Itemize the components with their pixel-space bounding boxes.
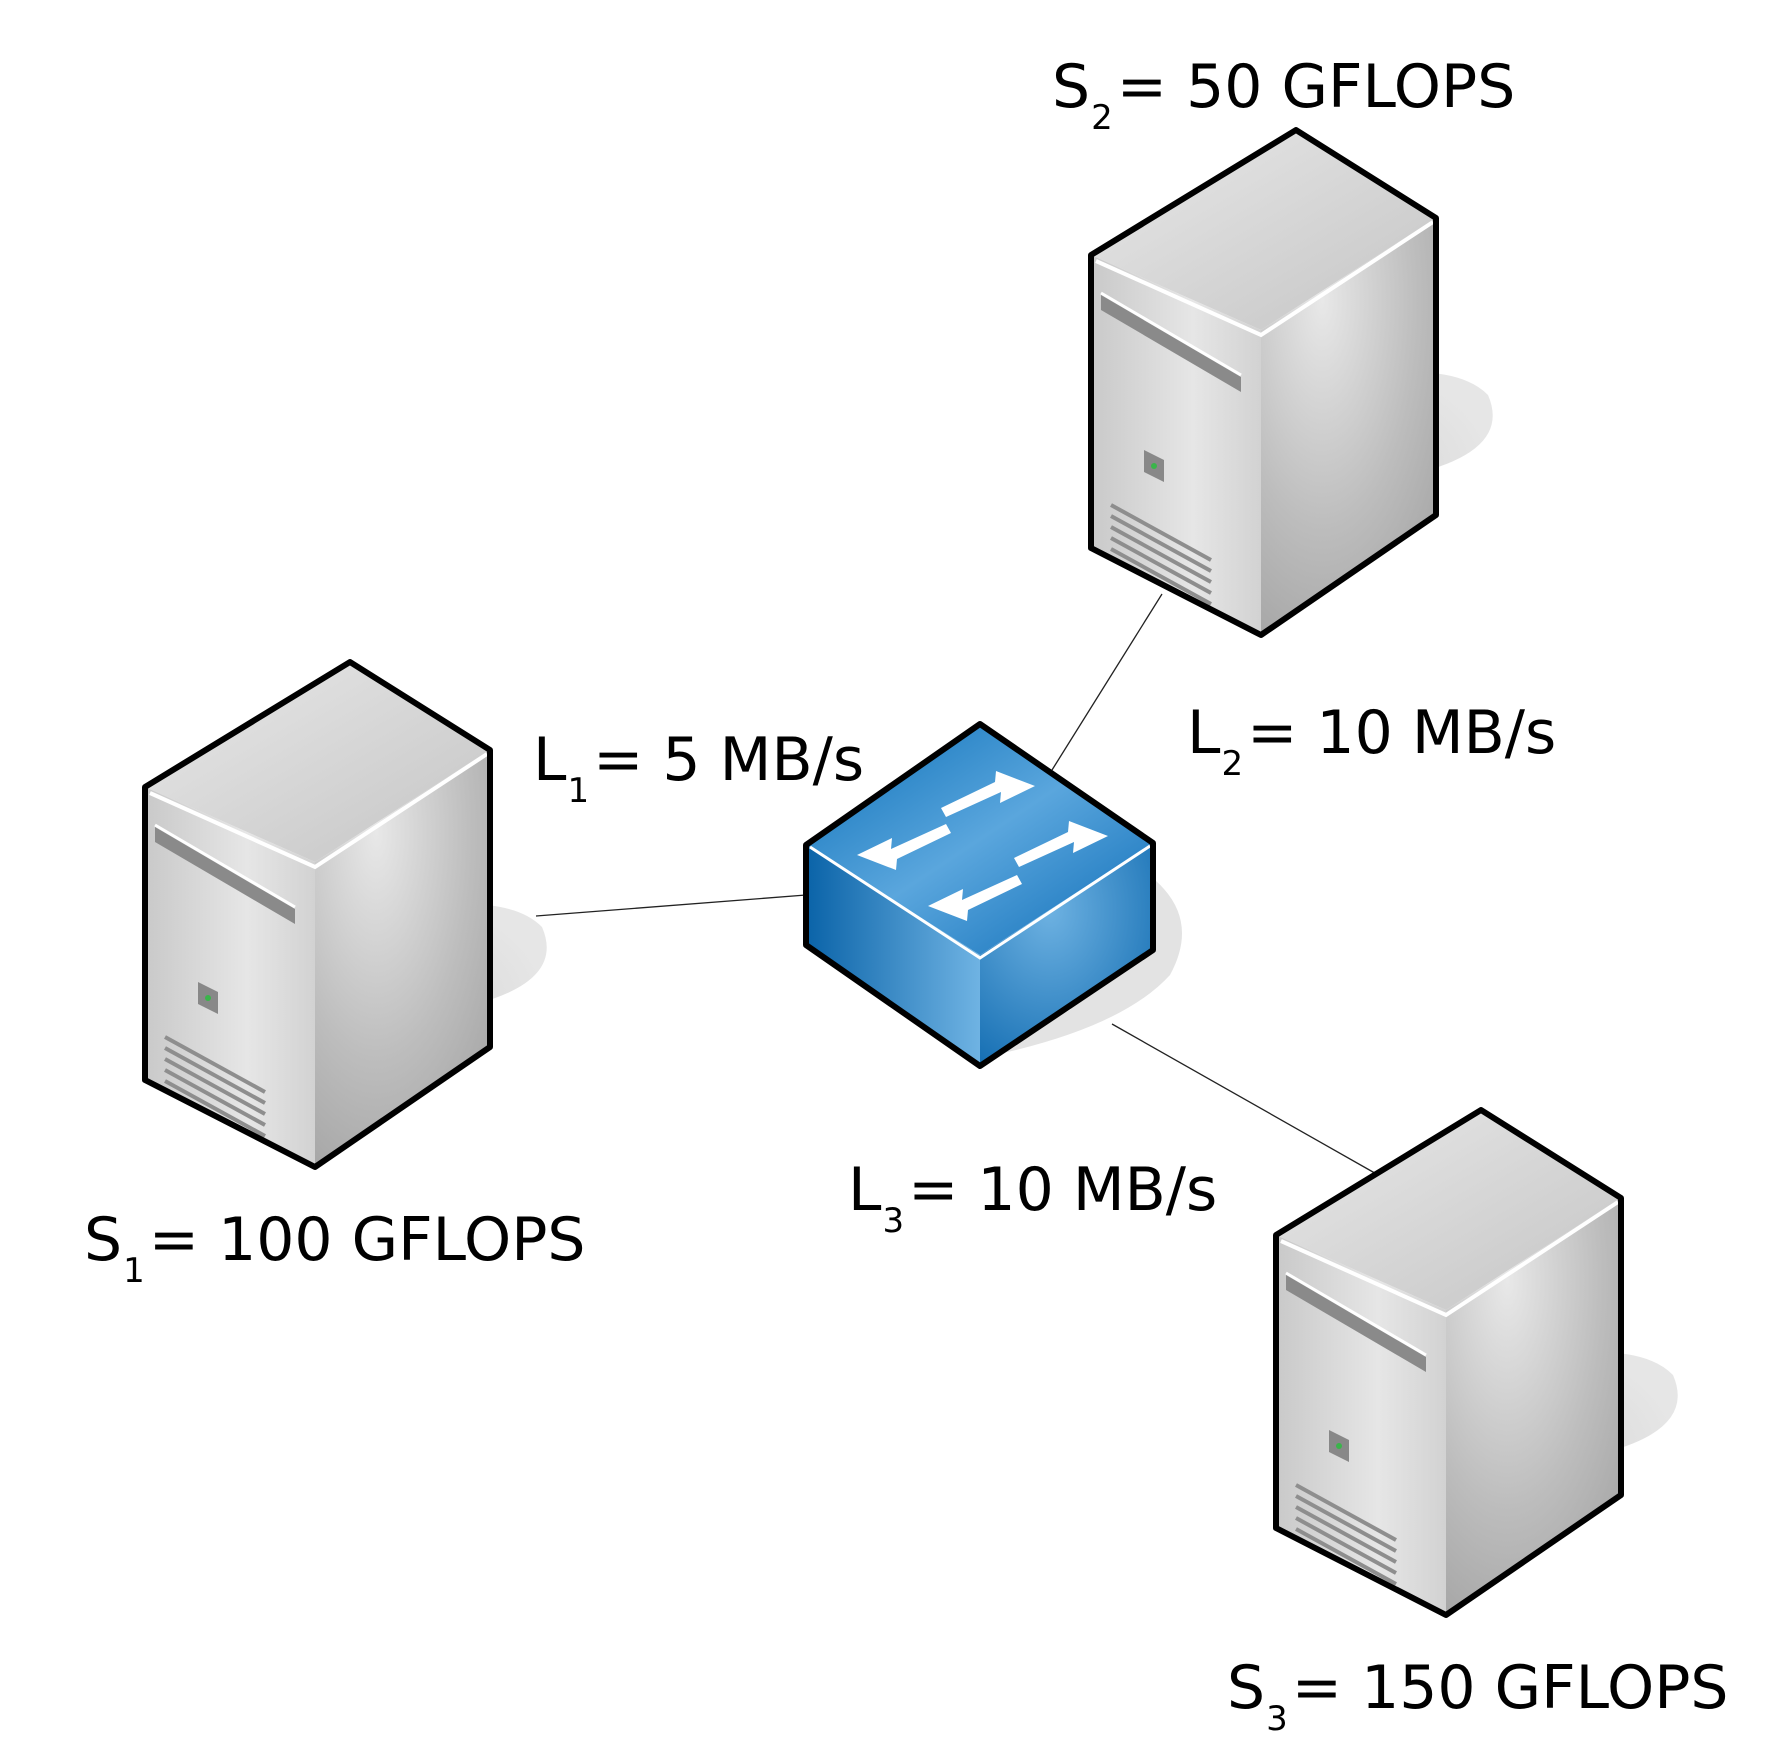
link-l3-value: = 10 MB/s xyxy=(908,1155,1218,1225)
server-s1-symbol: S xyxy=(84,1205,123,1275)
server-s2-value: = 50 GFLOPS xyxy=(1116,52,1516,122)
network-switch-icon xyxy=(803,721,1182,1069)
server-s1-label: S1= 100 GFLOPS xyxy=(84,1210,585,1288)
link-l1-label: L1= 5 MB/s xyxy=(533,730,864,808)
link-line-l1 xyxy=(535,894,807,917)
server-s3-index: 3 xyxy=(1266,1699,1288,1739)
server-s2-symbol: S xyxy=(1052,52,1091,122)
link-l3-label: L3= 10 MB/s xyxy=(848,1160,1217,1238)
server-s2-index: 2 xyxy=(1091,98,1113,138)
server-s3-icon xyxy=(1276,1110,1678,1615)
link-l1-index: 1 xyxy=(567,771,590,811)
link-l2-index: 2 xyxy=(1221,744,1244,784)
server-s2-label: S2= 50 GFLOPS xyxy=(1052,57,1515,135)
link-l1-value: = 5 MB/s xyxy=(593,725,865,795)
link-l3-index: 3 xyxy=(882,1201,905,1241)
server-s3-label: S3= 150 GFLOPS xyxy=(1227,1658,1728,1736)
link-l2-symbol: L xyxy=(1187,698,1221,768)
link-l3-symbol: L xyxy=(848,1155,882,1225)
server-s3-value: = 150 GFLOPS xyxy=(1291,1653,1729,1723)
link-l2-value: = 10 MB/s xyxy=(1247,698,1557,768)
server-s2-icon xyxy=(1091,130,1493,635)
link-lines xyxy=(535,593,1381,1177)
link-line-l2 xyxy=(1051,593,1163,771)
server-s1-value: = 100 GFLOPS xyxy=(148,1205,586,1275)
server-s1-index: 1 xyxy=(123,1251,145,1291)
link-l1-symbol: L xyxy=(533,725,567,795)
link-line-l3 xyxy=(1111,1023,1381,1177)
link-l2-label: L2= 10 MB/s xyxy=(1187,703,1556,781)
server-s1-icon xyxy=(145,662,547,1167)
server-s3-symbol: S xyxy=(1227,1653,1266,1723)
